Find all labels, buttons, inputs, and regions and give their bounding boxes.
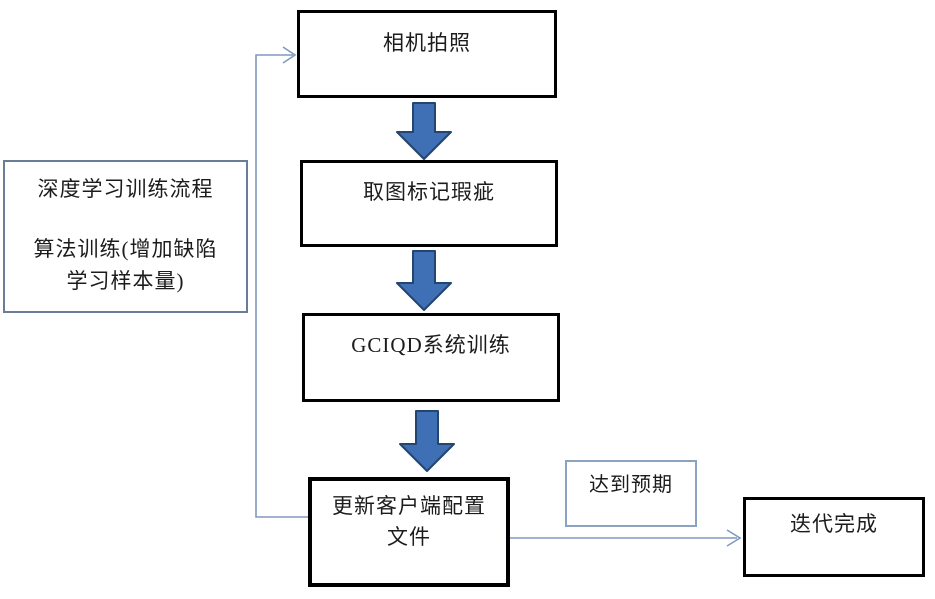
down-block-arrow-2 <box>396 250 452 311</box>
node-reach-expectation: 达到预期 <box>565 460 697 527</box>
left-panel-line: 算法训练(增加缺陷 <box>33 237 218 261</box>
node-label: 迭代完成 <box>790 512 878 536</box>
down-block-arrow-1 <box>396 102 452 160</box>
node-label-line: 更新客户端配置 <box>332 494 486 518</box>
node-label: GCIQD系统训练 <box>351 333 511 357</box>
feedback-connector-line <box>255 54 308 518</box>
node-label: 达到预期 <box>589 474 673 496</box>
done-connector-arrowhead-icon <box>726 529 742 547</box>
left-panel-line: 深度学习训练流程 <box>37 177 214 201</box>
node-label-line: 文件 <box>387 525 431 549</box>
down-block-arrow-3 <box>399 410 455 472</box>
feedback-connector-arrowhead-icon <box>282 46 297 64</box>
node-update-client-config: 更新客户端配置 文件 <box>308 477 510 587</box>
node-label: 取图标记瑕疵 <box>363 180 495 204</box>
node-camera-capture: 相机拍照 <box>297 10 557 98</box>
left-panel-line: 学习样本量) <box>66 269 185 293</box>
node-mark-defects: 取图标记瑕疵 <box>300 160 558 247</box>
node-label: 相机拍照 <box>383 31 471 55</box>
node-iteration-complete: 迭代完成 <box>743 497 925 577</box>
left-panel-deep-learning-process: 深度学习训练流程 算法训练(增加缺陷 学习样本量) <box>3 160 248 313</box>
node-gciqd-system-training: GCIQD系统训练 <box>302 313 560 402</box>
